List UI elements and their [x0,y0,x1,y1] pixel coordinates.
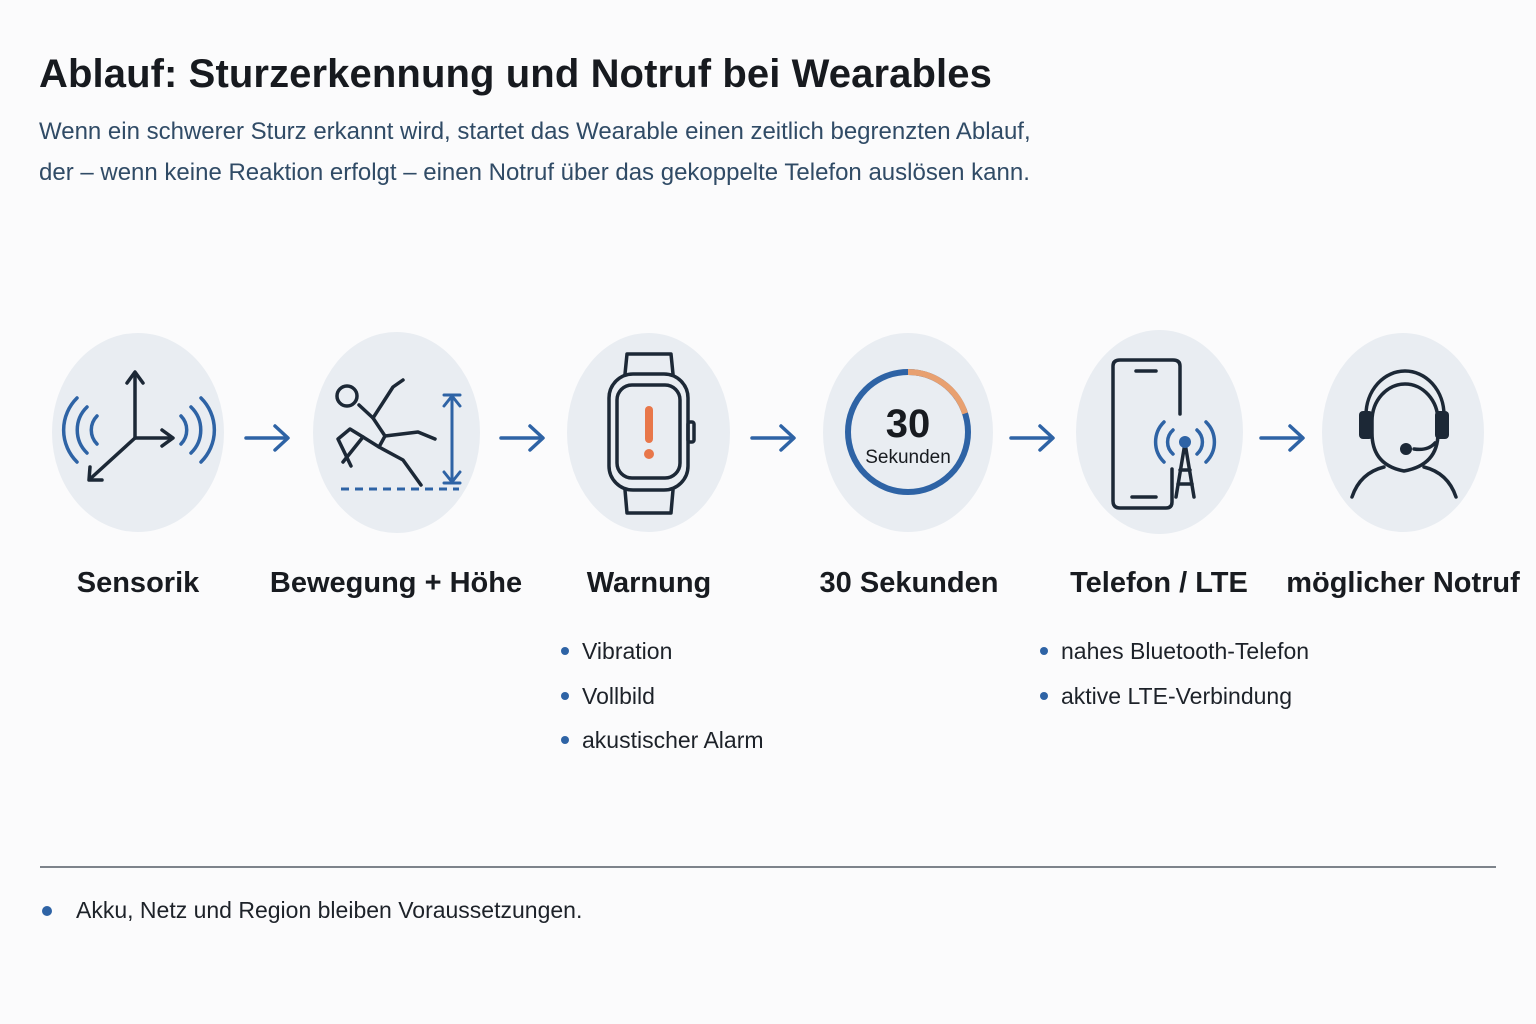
warnung-bullet-list: Vibration Vollbild akustischer Alarm [561,637,764,771]
bullet-dot [561,736,569,744]
step-label-bewegung: Bewegung + Höhe [269,567,523,599]
step-circle-notruf [1322,333,1484,532]
step-circle-timer: 30 Sekunden [823,333,993,532]
step-circle-sensorik [52,333,224,532]
step-circle-bewegung [313,332,480,533]
subtitle-line-1: Wenn ein schwerer Sturz erkannt wird, st… [39,118,1031,145]
subtitle-line-2: der – wenn keine Reaktion erfolgt – eine… [39,159,1030,186]
arrow-right-icon [1259,424,1305,452]
sensor-axes-icon [61,370,217,482]
list-item: Vollbild [561,682,764,727]
timer-value: 30 [886,402,931,446]
list-item: Vibration [561,637,764,682]
timer-elapsed-arc [907,369,968,415]
bullet-dot [561,691,569,700]
phone-signal-icon [1111,358,1217,510]
step-label-warnung: Warnung [586,567,712,599]
footnote-text: Akku, Netz und Region bleiben Voraussetz… [76,897,583,923]
step-label-telefon: Telefon / LTE [1070,567,1248,599]
list-item: nahes Bluetooth-Telefon [1040,637,1309,682]
arrow-right-icon [750,424,796,452]
list-item: akustischer Alarm [561,726,764,771]
arrow-right-icon [499,424,545,452]
footnote: Akku, Netz und Region bleiben Voraussetz… [42,897,582,924]
telefon-bullet-list: nahes Bluetooth-Telefon aktive LTE-Verbi… [1040,637,1309,726]
headset-operator-icon [1350,369,1458,499]
step-label-sensorik: Sensorik [76,567,200,599]
countdown-timer-icon: 30 Sekunden [845,369,971,495]
footer-divider [40,866,1496,868]
step-label-timer: 30 Sekunden [819,567,999,599]
page-title: Ablauf: Sturzerkennung und Notruf bei We… [39,52,992,96]
bullet-dot [1040,691,1048,700]
bullet-dot [561,647,569,655]
bullet-dot [1040,647,1048,655]
step-circle-warnung [567,333,730,532]
list-item: aktive LTE-Verbindung [1040,682,1309,727]
timer-unit: Sekunden [865,447,951,468]
falling-person-icon [335,378,462,491]
arrow-right-icon [1009,424,1055,452]
smartwatch-alert-icon [607,352,696,515]
step-circle-telefon [1076,330,1243,534]
arrow-right-icon [244,424,290,452]
step-label-notruf: möglicher Notruf [1286,567,1520,599]
bullet-dot [42,906,52,916]
